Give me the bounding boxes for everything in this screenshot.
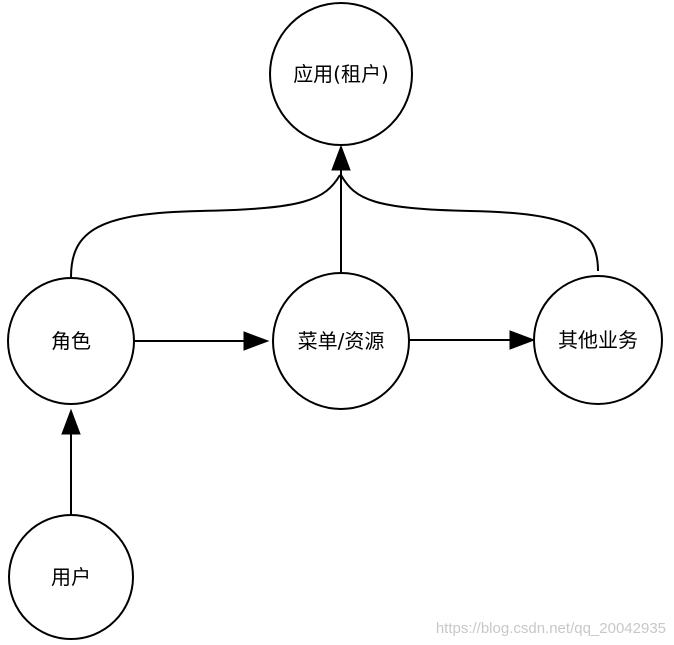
node-user[interactable]: 用户 [8,514,134,640]
node-role[interactable]: 角色 [7,277,135,405]
arrowhead-role [61,408,81,435]
arrowhead-other [509,330,536,350]
node-role-label: 角色 [51,329,91,353]
node-menu-label: 菜单/资源 [298,329,385,353]
node-other[interactable]: 其他业务 [533,275,663,405]
edge-other-to-tenant [340,174,599,272]
arrowhead-tenant [331,144,351,171]
node-other-label: 其他业务 [558,328,638,352]
edge-role-to-tenant [70,174,341,278]
node-tenant-label: 应用(租户) [293,62,389,86]
node-menu[interactable]: 菜单/资源 [272,272,410,410]
node-user-label: 用户 [51,565,91,589]
arrowhead-menu [243,331,270,351]
node-tenant[interactable]: 应用(租户) [269,2,413,146]
watermark-text: https://blog.csdn.net/qq_20042935 [436,620,666,637]
